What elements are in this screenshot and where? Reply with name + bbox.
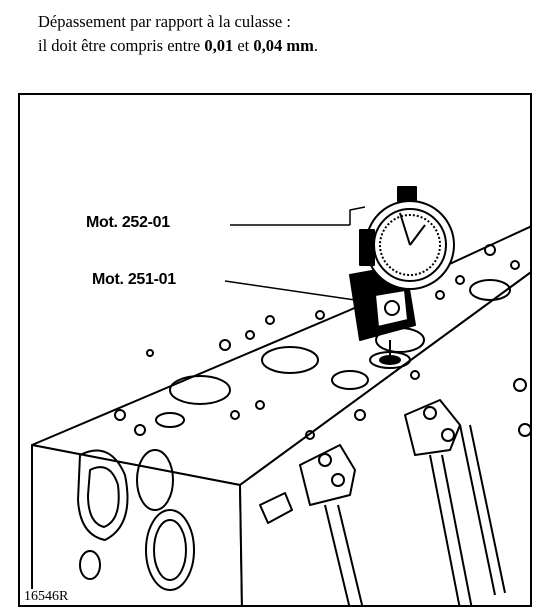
chamber-4 — [469, 279, 511, 301]
front-port-6 — [79, 550, 101, 580]
chamber-2 — [261, 346, 319, 374]
caption-line-2: il doit être compris entre 0,01 et 0,04 … — [38, 34, 318, 58]
label-gauge: Mot. 252-01 — [84, 214, 172, 232]
min-value: 0,01 — [204, 36, 234, 55]
boss-1 — [299, 444, 356, 506]
probe-contact — [369, 351, 411, 369]
head-side-face — [239, 271, 530, 605]
cylinder-head-drawing — [31, 186, 530, 605]
caption-line-1: Dépassement par rapport à la culasse : — [38, 12, 291, 31]
max-value: 0,04 mm — [253, 36, 314, 55]
boss-2 — [404, 399, 461, 456]
caption-between: et — [233, 36, 254, 55]
caption-suffix: . — [313, 36, 318, 55]
caption-prefix: il doit être compris entre — [38, 36, 205, 55]
front-port-1 — [77, 449, 129, 541]
leader-support — [224, 280, 356, 301]
figure-reference: 16546R — [22, 589, 71, 605]
caption: Dépassement par rapport à la culasse : i… — [38, 10, 318, 58]
technical-illustration: Mot. 252-01 Mot. 251-01 16546R — [18, 93, 532, 607]
label-support: Mot. 251-01 — [90, 271, 178, 289]
chamber-1 — [169, 375, 231, 405]
front-port-2 — [87, 466, 120, 528]
front-port-3 — [136, 449, 174, 511]
front-port-5 — [153, 519, 187, 581]
chamber-5 — [331, 370, 369, 390]
front-port-4 — [145, 509, 195, 591]
chamber-6 — [155, 412, 185, 428]
head-front-face — [31, 444, 243, 605]
